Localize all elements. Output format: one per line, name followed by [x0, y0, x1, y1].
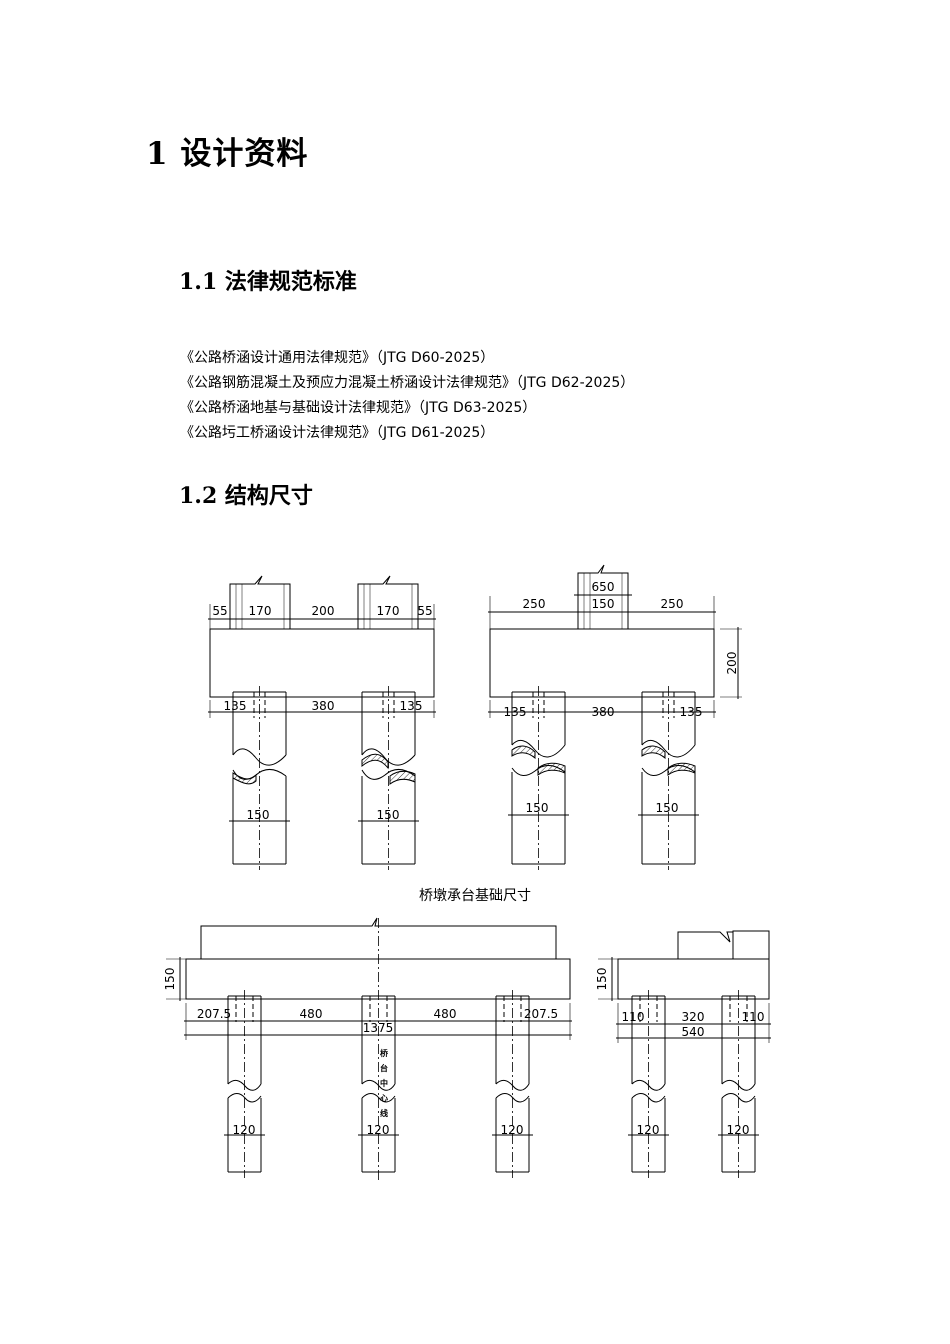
dim-label: 135: [400, 699, 423, 713]
dim-label: 1375: [363, 1021, 394, 1035]
dim-label: 480: [434, 1007, 457, 1021]
dim-label: 170: [249, 604, 272, 618]
pier-cap-front-view: [208, 575, 436, 870]
dim-label: 207.5: [524, 1007, 558, 1021]
dim-label: 120: [637, 1123, 660, 1137]
dim-label: 150: [163, 968, 177, 991]
dim-label: 120: [233, 1123, 256, 1137]
section-heading-regulations: 1.1 法律规范标准: [179, 269, 357, 295]
dim-label: 110: [742, 1010, 765, 1024]
abutment-side-dimensions: 150 110 320 110 540 120 120: [595, 968, 764, 1137]
dim-label: 135: [680, 705, 703, 719]
dim-label: 120: [367, 1123, 390, 1137]
dim-label: 150: [592, 597, 615, 611]
dim-label: 200: [725, 652, 739, 675]
dim-label: 135: [504, 705, 527, 719]
dim-label: 150: [247, 808, 270, 822]
regulation-item: 《公路钢筋混凝土及预应力混凝土桥涵设计法律规范》（JTG D62-2025）: [180, 375, 635, 391]
dim-label: 250: [661, 597, 684, 611]
dim-label: 200: [312, 604, 335, 618]
dim-label: 320: [682, 1010, 705, 1024]
abutment-cap-front-view: [166, 917, 572, 1180]
svg-text:桥: 桥: [380, 1048, 389, 1058]
dim-label: 250: [523, 597, 546, 611]
abutment-cap-side-view: [598, 930, 771, 1178]
dim-label: 480: [300, 1007, 323, 1021]
regulation-item: 《公路圬工桥涵设计法律规范》（JTG D61-2025）: [180, 425, 495, 441]
svg-text:心: 心: [380, 1093, 388, 1103]
regulations-list: 《公路桥涵设计通用法律规范》（JTG D60-2025） 《公路钢筋混凝土及预应…: [180, 346, 634, 446]
svg-text:台: 台: [380, 1063, 388, 1073]
figure-caption: 桥墩承台基础尺寸: [419, 888, 531, 904]
abutment-centerline-label: 桥 台 中 心 线: [380, 1048, 389, 1118]
regulation-item: 《公路桥涵设计通用法律规范》（JTG D60-2025）: [180, 350, 495, 366]
dim-label: 540: [682, 1025, 705, 1039]
dim-label: 55: [212, 604, 227, 618]
dim-label: 120: [727, 1123, 750, 1137]
abutment-front-dimensions: 150 207.5 480 480 207.5 1375 桥 台 中 心 线 1…: [163, 968, 558, 1137]
regulation-item: 《公路桥涵地基与基础设计法律规范》（JTG D63-2025）: [180, 400, 537, 416]
dim-label: 110: [622, 1010, 645, 1024]
dim-label: 150: [595, 968, 609, 991]
dim-label: 55: [417, 604, 432, 618]
svg-text:线: 线: [380, 1108, 388, 1118]
dim-label: 150: [526, 801, 549, 815]
svg-text:中: 中: [380, 1078, 388, 1088]
chapter-heading: 1 设计资料: [146, 136, 309, 172]
front-view-dimensions: 55 170 200 170 55 135 380 135 150 150: [212, 604, 432, 822]
dim-label: 207.5: [197, 1007, 231, 1021]
dim-label: 380: [312, 699, 335, 713]
dim-label: 135: [224, 699, 247, 713]
dim-label: 150: [377, 808, 400, 822]
dim-label: 150: [656, 801, 679, 815]
dim-label: 120: [501, 1123, 524, 1137]
dim-label: 650: [592, 580, 615, 594]
pier-cap-side-view: [488, 564, 742, 870]
side-view-dimensions: 650 250 150 250 200 135 380 135 150 150: [504, 580, 739, 815]
dim-label: 380: [592, 705, 615, 719]
dim-label: 170: [377, 604, 400, 618]
section-heading-structure: 1.2 结构尺寸: [179, 483, 313, 509]
